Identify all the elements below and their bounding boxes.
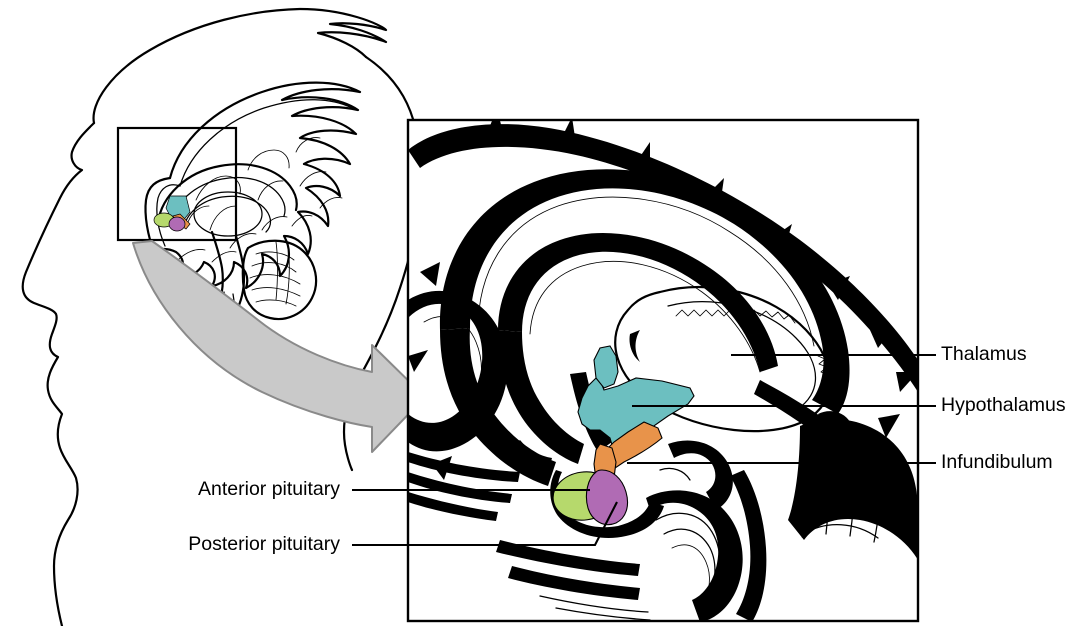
corpus-callosum-inner-line [477, 196, 815, 347]
septum-lines [409, 452, 520, 521]
cortex-band-highlight [429, 135, 917, 374]
optic-chiasm [508, 440, 552, 472]
label-hypothalamus: Hypothalamus [941, 394, 1066, 416]
thalamus-pulvinar-serrations [817, 355, 832, 390]
pineal-region [818, 411, 853, 448]
magnification-region-box [116, 126, 238, 242]
cortex-inner-line [179, 99, 353, 187]
cerebrum-outline [152, 81, 362, 290]
tentorium [754, 380, 844, 448]
posterior-pituitary [585, 469, 629, 526]
panel-anatomy [409, 121, 917, 620]
corpus-callosum [439, 169, 850, 414]
cerebellum [788, 414, 917, 559]
enlarged-sagittal-panel [406, 118, 920, 623]
fourth-ventricle [730, 470, 767, 620]
fornix-overview [183, 195, 272, 233]
pons-inner-3 [671, 544, 710, 605]
magnification-arrow-shape [132, 240, 426, 453]
thalamus [614, 285, 832, 433]
pons-inner-2 [663, 528, 716, 603]
posterior-pituitary-overview [168, 216, 186, 232]
sella-turcica [550, 470, 664, 538]
frontal-lobe-mass [409, 290, 508, 452]
label-anterior-pituitary: Anterior pituitary [198, 478, 340, 500]
fornix-inner-line [529, 260, 761, 373]
magnification-arrow [132, 240, 426, 453]
thalamus-stria [675, 309, 796, 324]
labels-right-group: Thalamus Hypothalamus Infundibulum [627, 343, 1066, 473]
sphenoid-structures [496, 540, 651, 620]
label-thalamus: Thalamus [941, 343, 1027, 365]
fornix-column [498, 330, 584, 464]
midbrain [668, 440, 733, 510]
hypothalamus-upper-lobe [593, 345, 619, 389]
head-profile-overview [21, 7, 422, 626]
cortex-gyri-group [177, 137, 343, 263]
corpus-callosum-overview [156, 163, 298, 224]
cerebellum-overview [241, 239, 318, 321]
leader-line-posterior-pituitary [352, 501, 618, 547]
frontal-inner-line [423, 316, 482, 415]
labels-left-group: Anterior pituitary Posterior pituitary [188, 478, 618, 555]
thalamus-overview [193, 191, 263, 237]
face-front-outline [21, 121, 96, 626]
pons-inner-1 [655, 512, 721, 601]
head-silhouette-outline [92, 7, 388, 125]
label-infundibulum: Infundibulum [941, 451, 1053, 473]
pons [646, 490, 743, 620]
cortex-inner-line-2 [156, 184, 181, 247]
corpus-callosum-genu [440, 328, 556, 486]
interthalamic-notch [629, 330, 640, 362]
brainstem-overview-2 [234, 234, 246, 314]
cerebrum-underside [144, 176, 172, 254]
label-posterior-pituitary: Posterior pituitary [188, 533, 340, 555]
fornix [498, 232, 778, 372]
thalamus-inner-line [667, 301, 817, 411]
vessel-detail [659, 467, 691, 481]
